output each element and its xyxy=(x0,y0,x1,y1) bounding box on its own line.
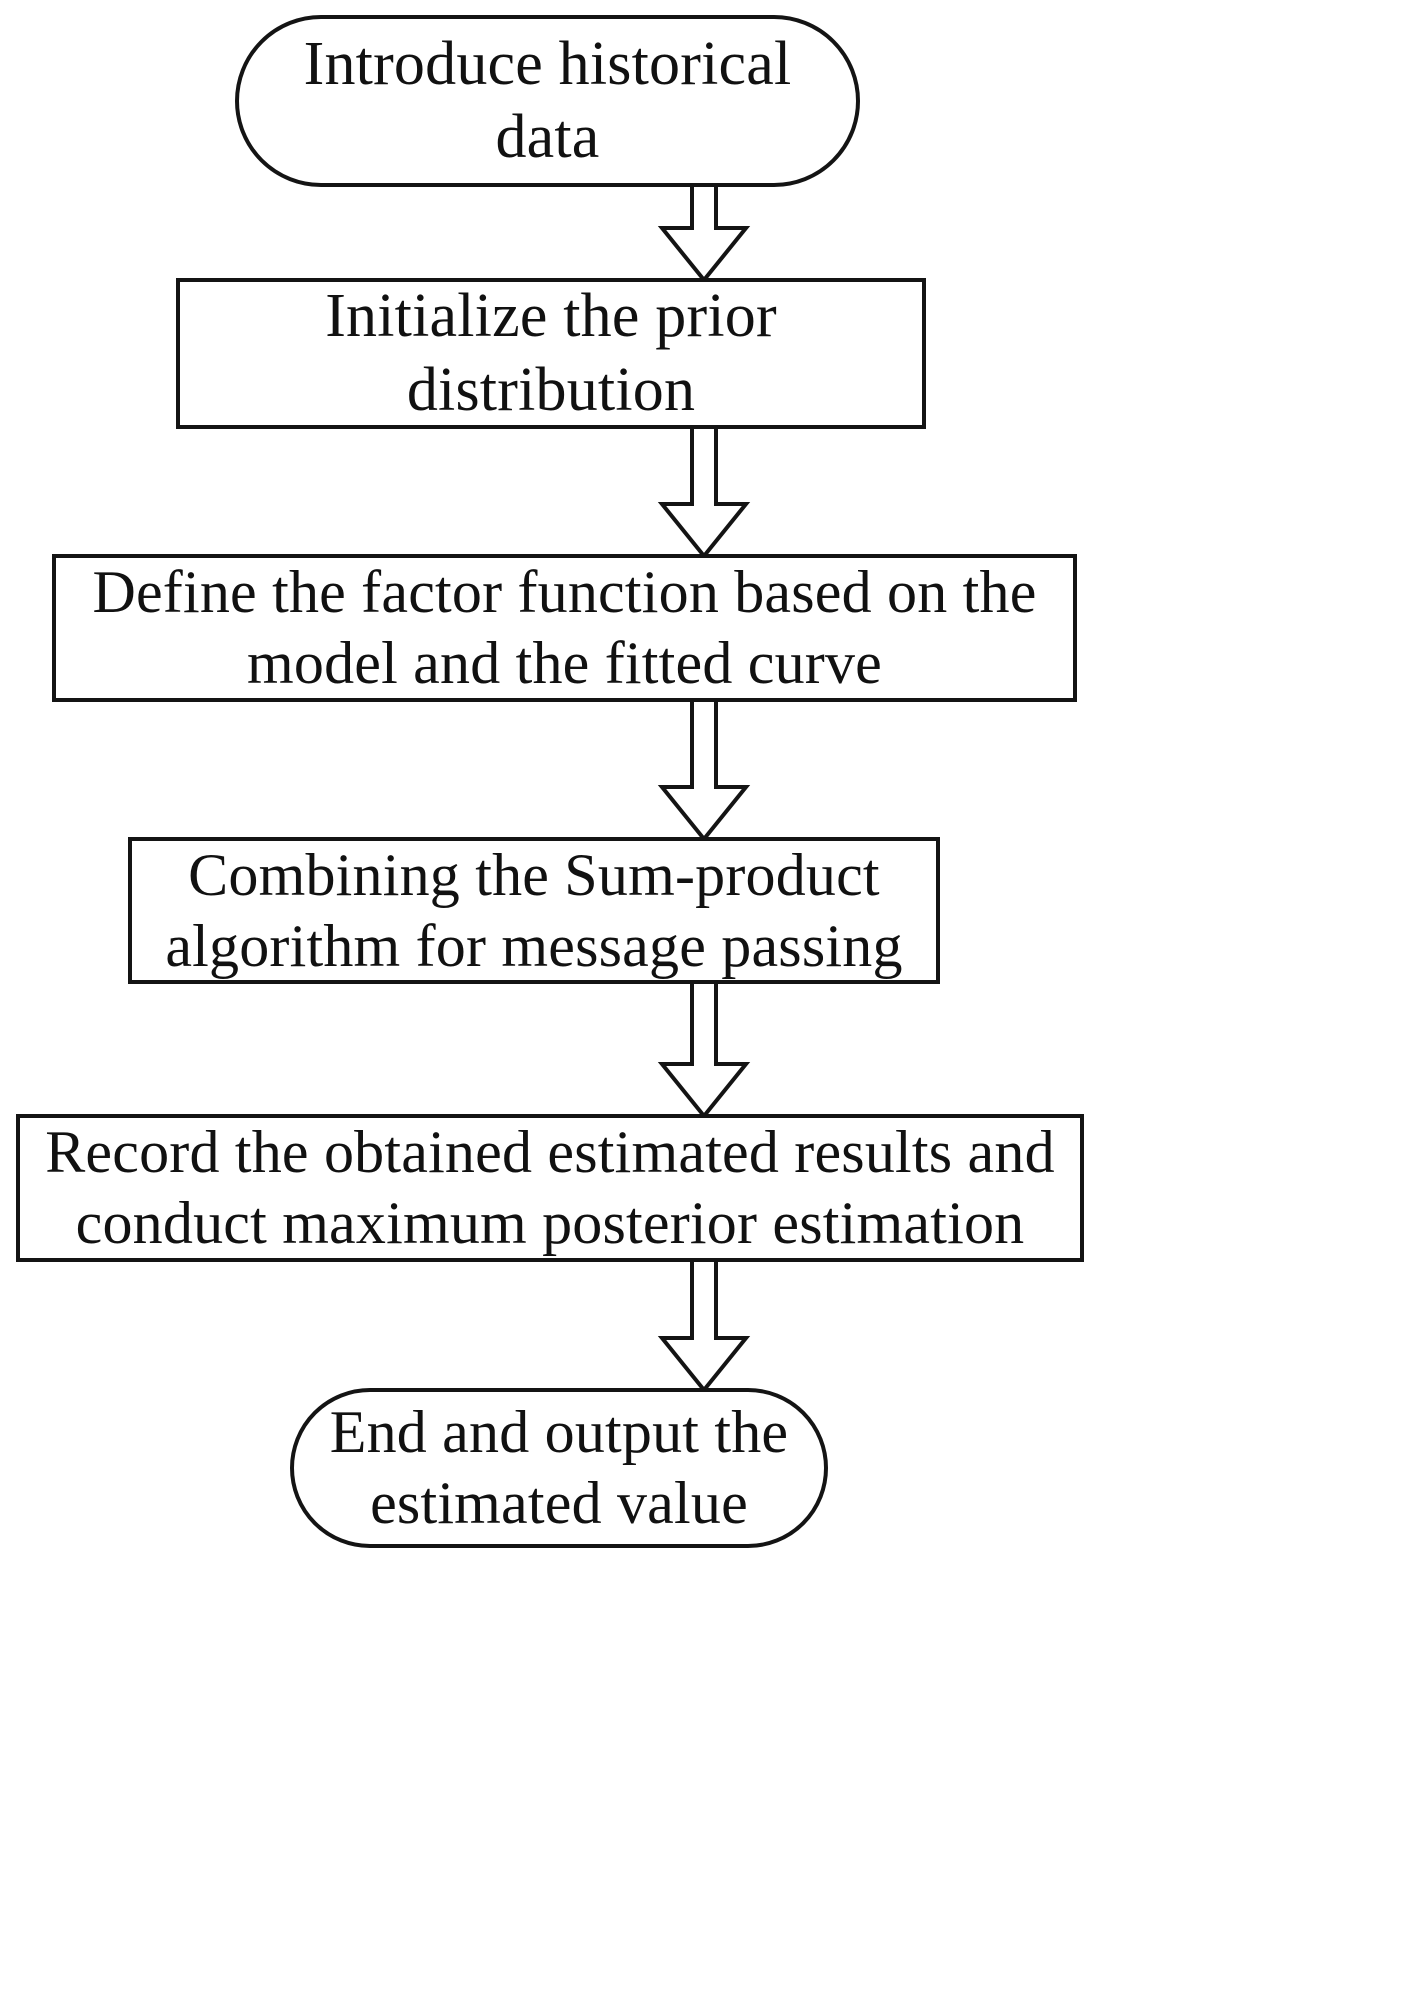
flow-node-record-map: Record the obtained estimated results an… xyxy=(16,1114,1084,1262)
flow-node-label: Initialize the prior distribution xyxy=(325,282,777,424)
flow-node-label: Record the obtained estimated results an… xyxy=(45,1119,1055,1256)
flow-node-init-prior: Initialize the prior distribution xyxy=(176,278,926,429)
flow-arrow-down-icon xyxy=(657,700,751,843)
flow-arrow-down-icon xyxy=(657,982,751,1120)
flow-node-define-factor: Define the factor function based on the … xyxy=(52,554,1077,702)
flow-arrow-down-icon xyxy=(657,427,751,560)
flow-node-label: Combining the Sum-product algorithm for … xyxy=(165,841,903,979)
flow-node-start: Introduce historical data xyxy=(235,15,860,187)
flow-node-label: Introduce historical data xyxy=(303,29,792,171)
flow-node-end: End and output the estimated value xyxy=(290,1388,828,1548)
flow-node-label: End and output the estimated value xyxy=(329,1399,789,1536)
flow-node-sum-product: Combining the Sum-product algorithm for … xyxy=(128,837,940,984)
flow-node-label: Define the factor function based on the … xyxy=(92,559,1037,696)
flow-arrow-down-icon xyxy=(657,1260,751,1394)
flow-arrow-down-icon xyxy=(657,185,751,284)
